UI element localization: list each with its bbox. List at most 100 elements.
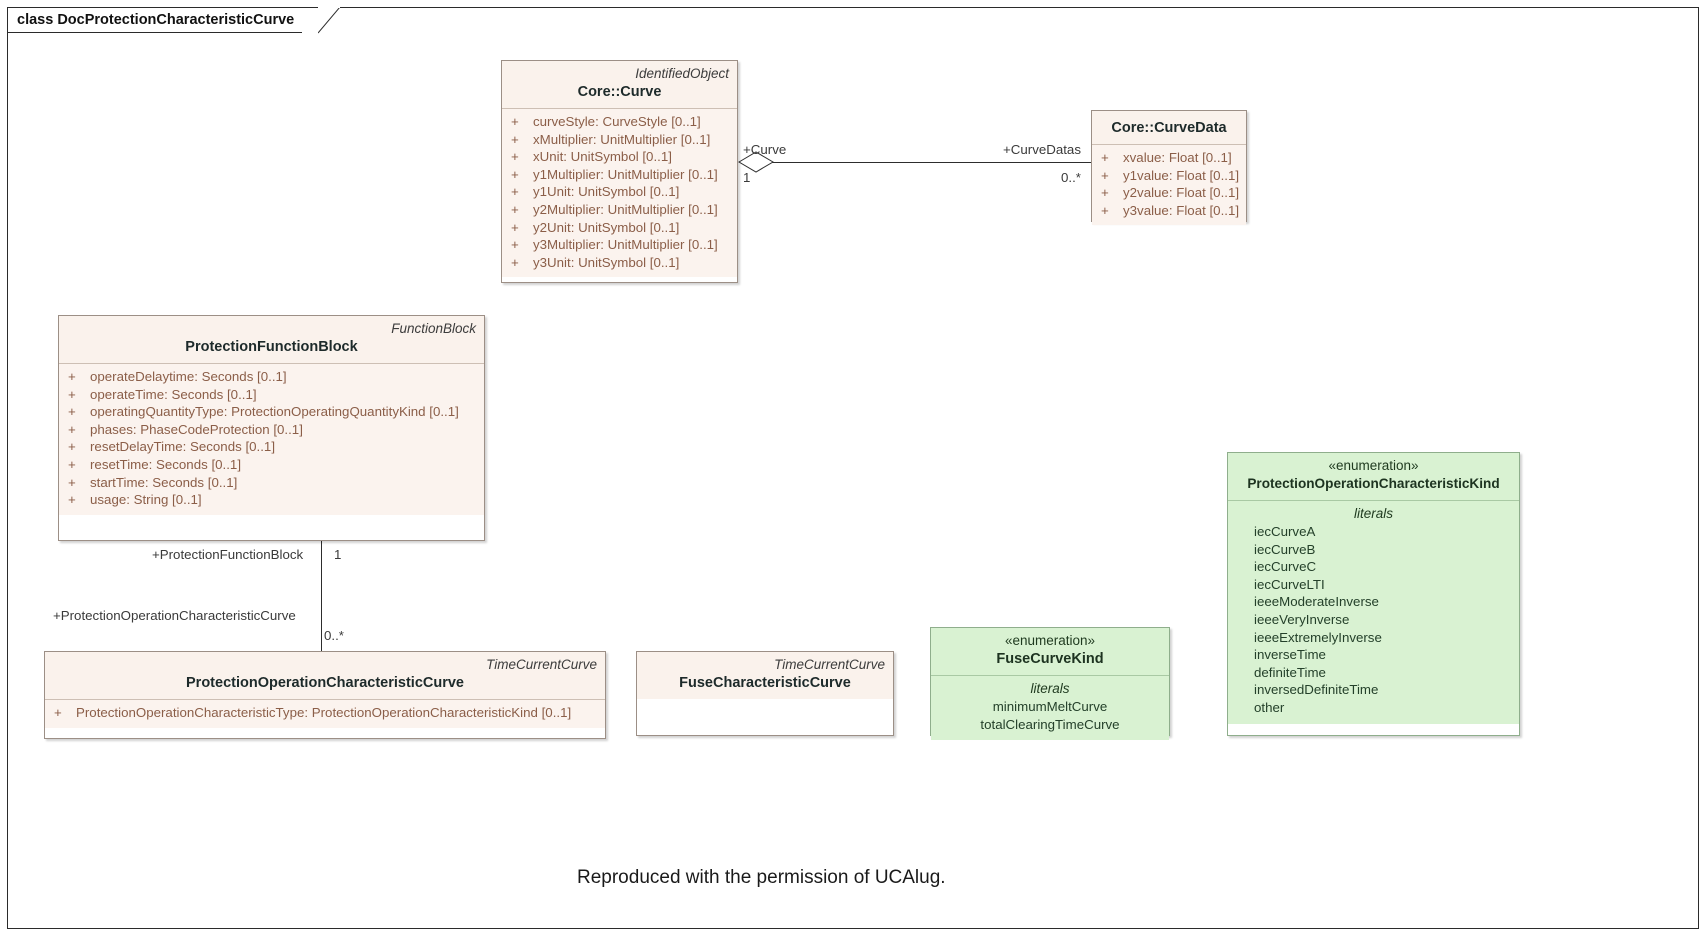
attribute-text: y1value: Float [0..1]: [1123, 167, 1240, 183]
literal-item: iecCurveLTI: [1254, 576, 1325, 592]
diagram-title-tab: class DocProtectionCharacteristicCurve: [7, 7, 303, 33]
assoc-fb-source-mult: 1: [334, 547, 342, 562]
literal-item: other: [1254, 699, 1285, 715]
attribute-row: + y2Unit: UnitSymbol [0..1]: [502, 219, 737, 237]
enumeration-box-protection-operation-characteristic-kind[interactable]: «enumeration» ProtectionOperationCharact…: [1227, 452, 1520, 736]
attribute-row: + xvalue: Float [0..1]: [1092, 149, 1246, 167]
class-name: Core::Curve: [577, 84, 662, 100]
attribute-row: + ProtectionOperationCharacteristicType:…: [45, 704, 605, 722]
class-stereotype: TimeCurrentCurve: [774, 657, 885, 672]
class-name: ProtectionFunctionBlock: [185, 339, 358, 355]
class-box-core-curve[interactable]: IdentifiedObject Core::Curve + curveStyl…: [501, 60, 738, 283]
attribute-text: xvalue: Float [0..1]: [1123, 150, 1232, 165]
class-header-protection-operation-characteristic-curve: TimeCurrentCurve ProtectionOperationChar…: [45, 652, 605, 700]
attribute-text: curveStyle: CurveStyle [0..1]: [533, 114, 701, 129]
enumeration-box-fuse-curve-kind[interactable]: «enumeration» FuseCurveKind literals min…: [930, 627, 1170, 741]
class-stereotype: TimeCurrentCurve: [486, 657, 597, 672]
attribute-visibility: +: [68, 456, 76, 472]
enumeration-stereotype: «enumeration»: [1328, 458, 1419, 473]
class-name: Core::CurveData: [1111, 120, 1227, 136]
attribute-row: + curveStyle: CurveStyle [0..1]: [502, 113, 737, 131]
attribute-row: + y2Multiplier: UnitMultiplier [0..1]: [502, 201, 737, 219]
attribute-text: resetTime: Seconds [0..1]: [90, 456, 242, 472]
literal-item: iecCurveC: [1254, 559, 1317, 575]
attribute-row: + y2value: Float [0..1]: [1092, 184, 1246, 202]
attribute-visibility: +: [1101, 167, 1109, 183]
enumeration-name: FuseCurveKind: [996, 651, 1104, 667]
attribute-text: xMultiplier: UnitMultiplier [0..1]: [533, 131, 711, 147]
literals-label: literals: [1353, 506, 1393, 521]
attribute-visibility: +: [511, 149, 519, 165]
assoc-curve-curvedata-line: [772, 162, 1092, 163]
attribute-visibility: +: [1101, 185, 1109, 201]
attribute-row: + operatingQuantityType: ProtectionOpera…: [59, 403, 484, 421]
attribute-visibility: +: [511, 237, 519, 253]
literal-item: iecCurveA: [1254, 524, 1316, 539]
class-box-fuse-characteristic-curve[interactable]: TimeCurrentCurve FuseCharacteristicCurve: [636, 651, 894, 736]
class-attributes-core-curvedata: + xvalue: Float [0..1] + y1value: Float …: [1092, 145, 1246, 226]
attribute-text: y3Unit: UnitSymbol [0..1]: [533, 254, 680, 270]
literal-item: totalClearingTimeCurve: [980, 716, 1120, 732]
enumeration-header-fuse-curve-kind: «enumeration» FuseCurveKind: [931, 628, 1169, 676]
attribute-visibility: +: [68, 386, 76, 402]
diagram-tab-slant-icon: [318, 7, 340, 34]
diagram-frame: [7, 7, 1699, 929]
attribute-row: + resetDelayTime: Seconds [0..1]: [59, 438, 484, 456]
assoc-curve-target-role: +CurveDatas: [1003, 142, 1081, 157]
attribute-visibility: +: [68, 439, 76, 455]
class-header-core-curve: IdentifiedObject Core::Curve: [502, 61, 737, 109]
attribute-row: + resetTime: Seconds [0..1]: [59, 456, 484, 474]
attribute-visibility: +: [511, 219, 519, 235]
attribute-row: + y3Unit: UnitSymbol [0..1]: [502, 254, 737, 272]
literal-item: definiteTime: [1254, 664, 1326, 680]
class-stereotype: FunctionBlock: [391, 321, 476, 336]
literal-item: ieeeModerateInverse: [1254, 594, 1379, 610]
attribute-visibility: +: [68, 404, 76, 420]
literal-item: iecCurveB: [1254, 541, 1316, 557]
attribute-visibility: +: [68, 421, 76, 437]
class-attributes-core-curve: + curveStyle: CurveStyle [0..1] + xMulti…: [502, 109, 737, 278]
assoc-curve-source-role: +Curve: [743, 142, 787, 157]
attribute-row: + operateDelaytime: Seconds [0..1]: [59, 368, 484, 386]
attribute-text: y1Unit: UnitSymbol [0..1]: [533, 184, 680, 200]
assoc-fb-target-role: +ProtectionOperationCharacteristicCurve: [53, 608, 296, 623]
attribute-text: y2value: Float [0..1]: [1123, 185, 1240, 201]
class-stereotype: IdentifiedObject: [635, 66, 729, 81]
attribute-text: ProtectionOperationCharacteristicType: P…: [76, 705, 572, 720]
class-attributes-protection-function-block: + operateDelaytime: Seconds [0..1] + ope…: [59, 364, 484, 515]
attribute-visibility: +: [1101, 202, 1109, 218]
literals-label: literals: [1030, 681, 1070, 696]
attribute-visibility: +: [511, 131, 519, 147]
enumeration-name: ProtectionOperationCharacteristicKind: [1247, 476, 1500, 491]
attribute-text: y3value: Float [0..1]: [1123, 202, 1240, 218]
attribute-row: + y1value: Float [0..1]: [1092, 167, 1246, 185]
attribute-row: + xMultiplier: UnitMultiplier [0..1]: [502, 131, 737, 149]
enumeration-header-protection-kind: «enumeration» ProtectionOperationCharact…: [1228, 453, 1519, 501]
enumeration-literals-fuse-curve-kind: literals minimumMeltCurve totalClearingT…: [931, 676, 1169, 741]
attribute-text: y1Multiplier: UnitMultiplier [0..1]: [533, 166, 718, 182]
literal-item: ieeeVeryInverse: [1254, 611, 1350, 627]
attribute-text: usage: String [0..1]: [90, 492, 202, 508]
assoc-curve-source-mult: 1: [743, 170, 751, 185]
attribute-visibility: +: [1101, 150, 1109, 165]
class-name: FuseCharacteristicCurve: [679, 675, 851, 691]
class-header-core-curvedata: Core::CurveData: [1092, 111, 1246, 145]
class-box-core-curvedata[interactable]: Core::CurveData + xvalue: Float [0..1] +…: [1091, 110, 1247, 226]
literal-item: inversedDefiniteTime: [1254, 682, 1379, 698]
attribute-row: + operateTime: Seconds [0..1]: [59, 386, 484, 404]
footer-note: Reproduced with the permission of UCAlug…: [577, 867, 946, 888]
attribute-visibility: +: [68, 474, 76, 490]
class-name: ProtectionOperationCharacteristicCurve: [186, 675, 464, 691]
attribute-text: y2Multiplier: UnitMultiplier [0..1]: [533, 201, 718, 217]
assoc-fb-target-mult: 0..*: [324, 628, 344, 643]
attribute-text: operatingQuantityType: ProtectionOperati…: [90, 404, 459, 420]
class-box-protection-function-block[interactable]: FunctionBlock ProtectionFunctionBlock + …: [58, 315, 485, 541]
attribute-text: phases: PhaseCodeProtection [0..1]: [90, 421, 303, 437]
attribute-text: startTime: Seconds [0..1]: [90, 474, 238, 490]
attribute-row: + xUnit: UnitSymbol [0..1]: [502, 148, 737, 166]
attribute-visibility: +: [511, 114, 519, 129]
attribute-visibility: +: [511, 254, 519, 270]
enumeration-literals-protection-kind: literals iecCurveA iecCurveB iecCurveC i…: [1228, 501, 1519, 724]
class-box-protection-operation-characteristic-curve[interactable]: TimeCurrentCurve ProtectionOperationChar…: [44, 651, 606, 739]
attribute-text: resetDelayTime: Seconds [0..1]: [90, 439, 276, 455]
